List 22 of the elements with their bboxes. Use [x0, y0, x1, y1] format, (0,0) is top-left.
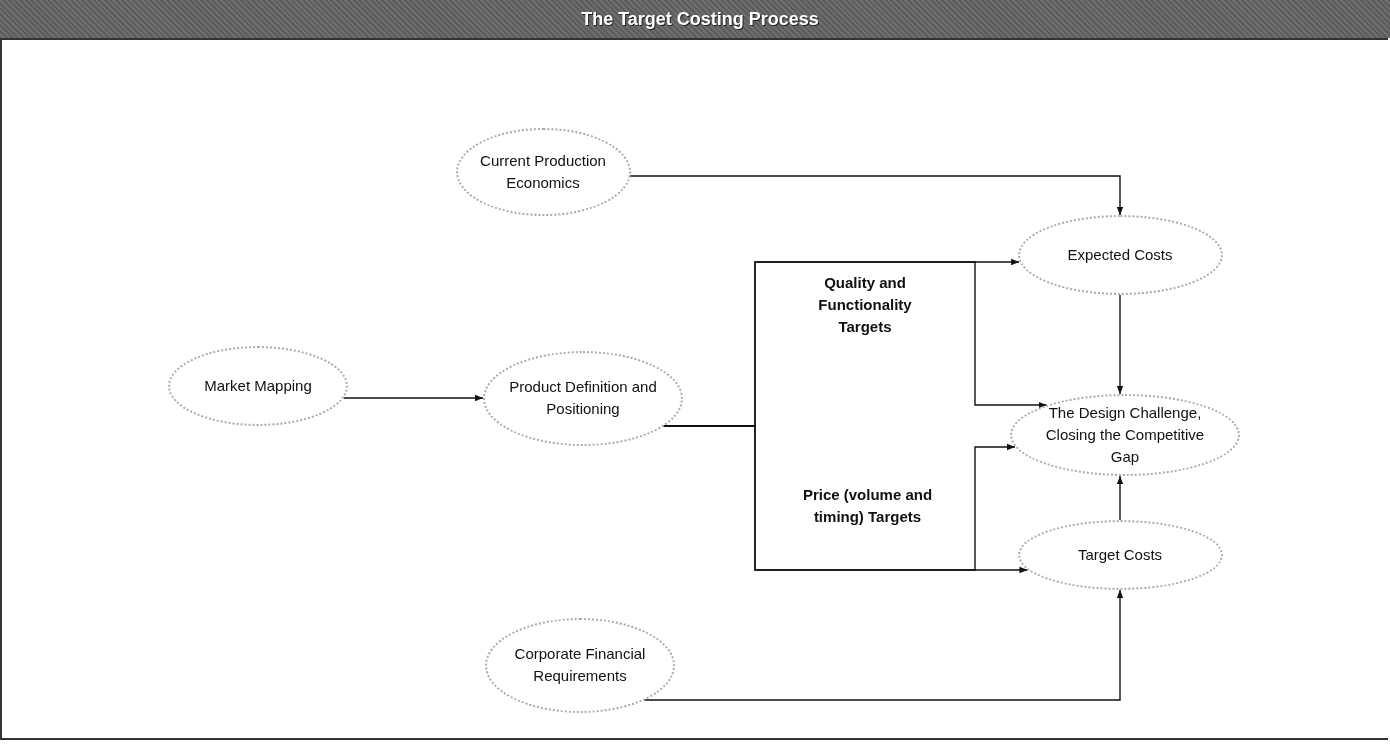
- arrow: [1116, 294, 1124, 395]
- ellipse-node: [1017, 215, 1223, 295]
- branch-label: Quality and Functionality Targets: [817, 273, 913, 337]
- ellipse-node: [1010, 394, 1240, 476]
- arrow: [629, 175, 1124, 216]
- arrow: [643, 589, 1124, 701]
- node-text: The Design Challenge, Closing the Competitive Gap: [1044, 403, 1206, 467]
- diagram-title: The Target Costing Process: [580, 8, 819, 30]
- node-text: Current Production Economics: [479, 151, 607, 193]
- ellipse-node: [455, 128, 631, 216]
- node-text: Corporate Financial Requirements: [513, 644, 647, 686]
- node-text: Target Costs: [1076, 545, 1164, 565]
- ellipse-node: [483, 350, 683, 446]
- arrow: [1116, 475, 1124, 521]
- ellipse-node: [1017, 520, 1223, 590]
- ellipse-node: [168, 346, 348, 426]
- node-text: Market Mapping: [203, 376, 313, 396]
- branch-label: Price (volume and timing) Targets: [801, 485, 934, 527]
- arrow: [343, 394, 484, 402]
- node-text: Expected Costs: [1066, 245, 1174, 265]
- ellipse-node: [485, 617, 675, 713]
- node-text: Product Definition and Positioning: [508, 377, 658, 419]
